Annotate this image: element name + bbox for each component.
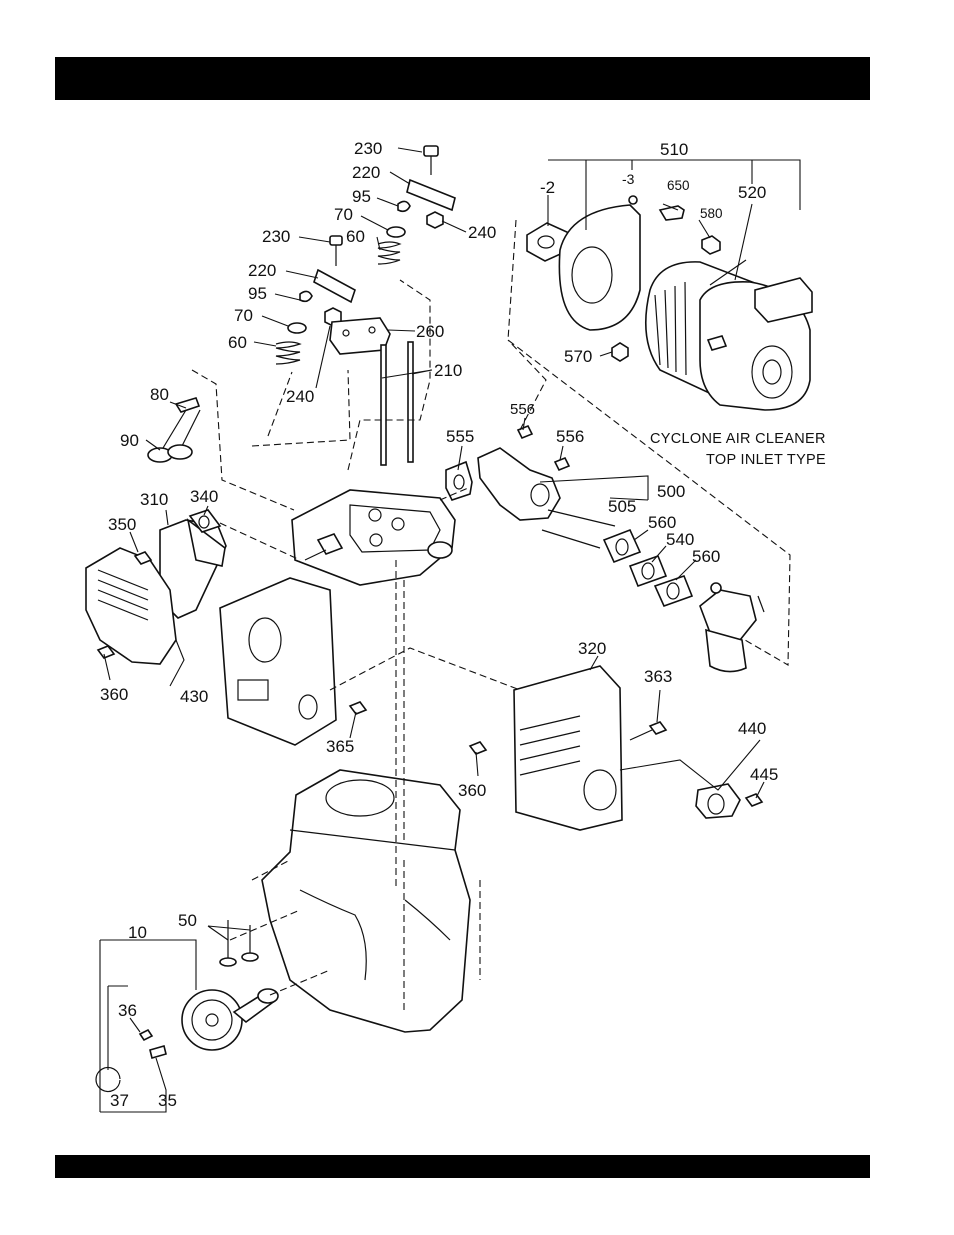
callout-220-upper: 220 (352, 163, 380, 182)
callout-240-lower: 240 (286, 387, 314, 406)
callout-36: 36 (118, 1001, 137, 1020)
note-line-1: CYCLONE AIR CLEANER (650, 431, 826, 447)
callout-520: 520 (738, 183, 766, 202)
callout-310: 310 (140, 490, 168, 509)
note-line-2: TOP INLET TYPE (706, 452, 826, 468)
callout-430: 430 (180, 687, 208, 706)
callout-230-lower: 230 (262, 227, 290, 246)
callout-minus-3: -3 (622, 171, 635, 187)
callout-70-lower: 70 (234, 306, 253, 325)
callout-556-right: 556 (556, 427, 584, 446)
callout-10: 10 (128, 923, 147, 942)
callout-50: 50 (178, 911, 197, 930)
callout-240-upper: 240 (468, 223, 496, 242)
callout-505: 505 (608, 497, 636, 516)
callout-70-upper: 70 (334, 205, 353, 224)
engine-block (262, 770, 470, 1032)
callout-minus-2: -2 (540, 178, 555, 197)
cylinder-head (292, 490, 455, 585)
valve-train-assembly (148, 146, 455, 465)
callout-445: 445 (750, 765, 778, 784)
cyclone-air-cleaner (527, 196, 812, 410)
callout-650: 650 (667, 178, 690, 193)
callout-320: 320 (578, 639, 606, 658)
callout-540: 540 (666, 530, 694, 549)
callout-510: 510 (660, 140, 688, 159)
callout-95-lower: 95 (248, 284, 267, 303)
callout-95-upper: 95 (352, 187, 371, 206)
air-cleaner-note: CYCLONE AIR CLEANER TOP INLET TYPE (650, 431, 826, 468)
callout-230-upper: 230 (354, 139, 382, 158)
callout-350: 350 (108, 515, 136, 534)
muffler-320 (470, 666, 762, 830)
callout-560-lower: 560 (692, 547, 720, 566)
callout-210: 210 (434, 361, 462, 380)
callout-90: 90 (120, 431, 139, 450)
callout-340: 340 (190, 487, 218, 506)
callout-580: 580 (700, 206, 723, 221)
callout-570: 570 (564, 347, 592, 366)
callout-360-right: 360 (458, 781, 486, 800)
callout-37: 37 (110, 1091, 129, 1110)
callout-365: 365 (326, 737, 354, 756)
callout-363: 363 (644, 667, 672, 686)
callout-60-lower: 60 (228, 333, 247, 352)
callout-500: 500 (657, 482, 685, 501)
callout-35: 35 (158, 1091, 177, 1110)
callout-80: 80 (150, 385, 169, 404)
callout-556-left: 556 (510, 401, 535, 418)
callout-555: 555 (446, 427, 474, 446)
callout-60-upper: 60 (346, 227, 365, 246)
callout-440: 440 (738, 719, 766, 738)
callout-260: 260 (416, 322, 444, 341)
callout-360-left: 360 (100, 685, 128, 704)
callout-220-lower: 220 (248, 261, 276, 280)
